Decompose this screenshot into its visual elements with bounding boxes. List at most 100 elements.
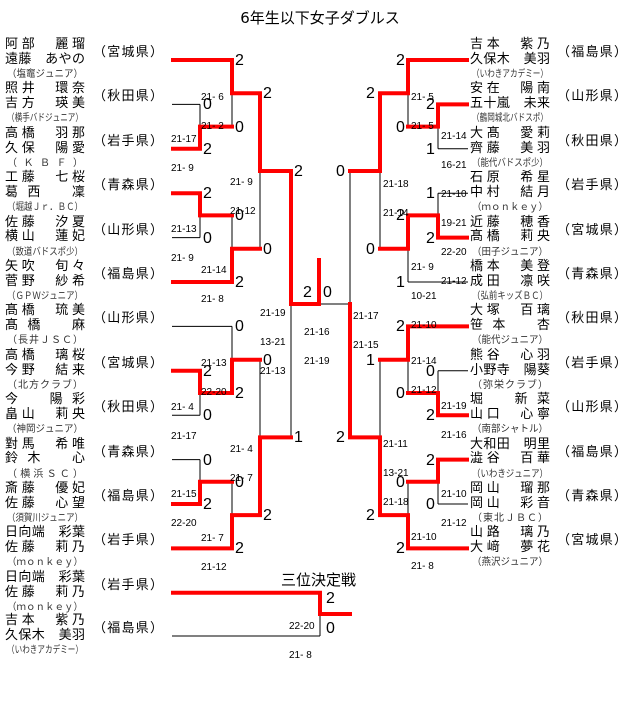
char: 手 (22, 113, 30, 125)
char: 秋 (571, 311, 585, 327)
char: ジ (35, 69, 46, 80)
match-score: 2 (294, 163, 303, 180)
char: （ (7, 468, 17, 480)
char: 日 (5, 569, 19, 585)
winner-line (406, 391, 469, 418)
char: 橋 (21, 125, 35, 141)
char (38, 482, 51, 497)
game-score: 21- 4 (230, 444, 253, 456)
team-entry: 今 陽彩 畠山 莉央 （神岡ジュニア） （秋田県） (5, 392, 175, 437)
char: 部 (491, 424, 501, 436)
char: 田 (121, 400, 135, 416)
char: 藤 (21, 170, 35, 186)
char: 矢 (5, 259, 19, 274)
char: ア (67, 113, 76, 125)
winner-line (171, 357, 262, 395)
player-2-name: 久保 陽愛 (5, 141, 85, 157)
team-entry: 照井 環奈 吉方 瑛美 （横手バドジュニア） （秋田県） (5, 82, 175, 126)
char: 福 (107, 267, 121, 282)
game-score: 21-13 (201, 358, 227, 370)
char: ド (37, 113, 45, 125)
char (32, 53, 45, 68)
game-score: 21-19 (260, 308, 286, 320)
char: 佐 (5, 540, 19, 556)
char: 希 (71, 273, 85, 289)
player-1-name: 今 陽彩 (5, 392, 85, 408)
char (38, 349, 51, 364)
player-1-name: 阿部 麗瑠 (5, 37, 85, 53)
char: キ (497, 291, 506, 302)
char: （ (7, 69, 17, 80)
char: Ｗ (32, 291, 41, 302)
char: 形 (585, 400, 599, 416)
char: 本 (492, 318, 506, 334)
char (503, 82, 516, 97)
char: 浜 (33, 468, 44, 480)
char: 紫 (520, 37, 534, 52)
char: 希 (55, 436, 69, 452)
char: 央 (71, 406, 85, 422)
match-score: 0 (203, 230, 212, 247)
char: ） (149, 311, 163, 327)
char: 岡 (487, 113, 495, 125)
char: 桜 (71, 170, 85, 186)
char: 森 (121, 444, 135, 460)
player-1-name: 斎藤 優妃 (5, 481, 85, 497)
char: 県 (135, 400, 149, 416)
char: （ (7, 513, 16, 524)
player-2-name: 齊藤 美羽 (470, 141, 550, 157)
char: ュ (45, 424, 55, 436)
char: 木 (27, 451, 41, 467)
char: 県 (599, 133, 613, 149)
char: 高 (5, 125, 19, 141)
char: 藤 (21, 495, 35, 511)
char: わ (487, 69, 495, 80)
char: 璃 (520, 525, 534, 541)
char: ｏ (26, 601, 36, 613)
player-1-name: 吉本 紫乃 (470, 37, 550, 53)
game-score: 21-17 (171, 430, 197, 442)
char: （ (93, 89, 107, 105)
prefecture: （宮城県） (93, 45, 163, 60)
char: 田 (486, 273, 500, 289)
char: 県 (135, 267, 149, 282)
player-1-name: 岡山 瑠那 (470, 481, 550, 497)
char: 百 (520, 303, 534, 319)
char: 県 (135, 45, 149, 60)
char (38, 230, 51, 245)
char: ニ (519, 246, 530, 258)
prefecture: （岩手県） (93, 134, 163, 149)
char: ク (505, 379, 515, 391)
game-score: 13-21 (260, 336, 286, 348)
char: 田 (585, 133, 599, 149)
player-2-name: 中村 結月 (470, 184, 550, 201)
char: き (29, 645, 38, 656)
char: ニ (60, 113, 68, 125)
char: 紗 (55, 273, 69, 289)
char: 寺 (496, 362, 510, 378)
char: 岩 (571, 178, 585, 194)
char: ｍ (16, 601, 27, 613)
char: わ (22, 645, 30, 656)
game-score: 21-10 (441, 188, 467, 200)
match-score: 2 (396, 207, 405, 224)
char: 心 (55, 495, 69, 511)
char (503, 38, 516, 53)
match-score: 0 (263, 241, 272, 258)
char: 結 (520, 184, 534, 200)
char: ｎ (35, 601, 46, 613)
char: ） (74, 291, 83, 302)
match-score: 2 (336, 429, 345, 446)
char: ジ (40, 291, 50, 302)
winner-line (406, 457, 469, 484)
char: き (494, 69, 503, 80)
char: 美 (58, 627, 72, 643)
char: 藤 (21, 540, 35, 556)
char: 々 (71, 259, 85, 274)
game-score: 21-16 (441, 429, 467, 441)
char: ス (49, 246, 58, 258)
char: ポ (522, 157, 532, 169)
